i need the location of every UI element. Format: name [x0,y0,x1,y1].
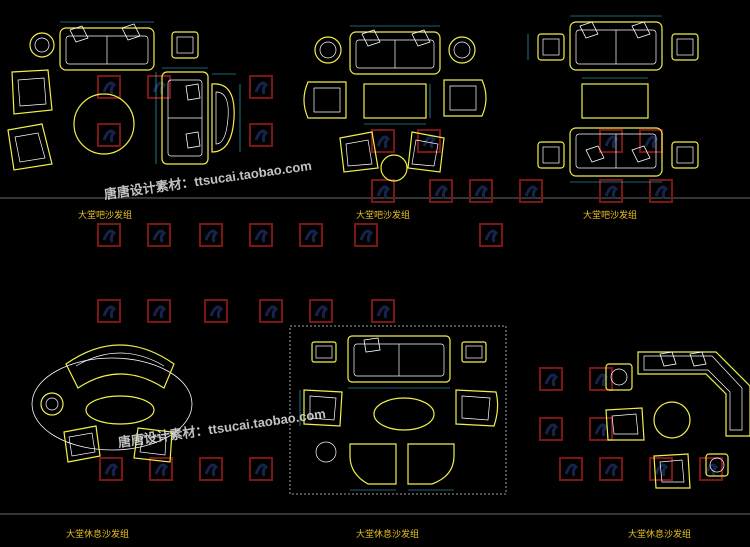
watermark-logo-tile [354,223,378,247]
sofa-group-top-center [303,29,487,182]
label-bottom-left: 大堂休息沙发组 [66,530,130,540]
label-top-left: 大堂吧沙发组 [78,211,133,221]
watermark-logo-tile [479,223,503,247]
sofa-group-bottom-left [31,344,193,463]
watermark-logo-tile [649,457,673,481]
watermark-logo-tile [259,299,283,323]
label-bottom-right: 大堂休息沙发组 [628,530,692,540]
watermark-logo-tile [99,457,123,481]
watermark-logo-tile [539,367,563,391]
dimension-lines-top-center [350,25,440,125]
watermark-logo-tile [599,129,623,153]
watermark-logo-tile [97,75,121,99]
watermark-logo-tile [309,299,333,323]
dimension-lines-top-left [60,21,241,164]
watermark-logo-tile [649,179,673,203]
sofa-group-top-right [537,21,699,177]
watermark-logo-tile [371,299,395,323]
watermark-logo-tile [149,457,173,481]
dimension-lines-top-right [527,15,662,183]
watermark-logo-tile [97,299,121,323]
dimension-lines-bottom-center [299,387,454,491]
selection-box-bottom-center [289,325,507,495]
watermark-logo-tile [429,179,453,203]
watermark-logo-tile [299,223,323,247]
sofa-group-bottom-center [303,335,499,485]
watermark-logo-tile [249,457,273,481]
watermark-logo-tile [147,75,171,99]
watermark-logo-tile [469,179,493,203]
watermark-logo-tile [589,417,613,441]
sofa-group-bottom-right [605,351,750,489]
label-top-center: 大堂吧沙发组 [356,211,411,221]
watermark-logo-tile [199,457,223,481]
watermark-logo-tile [97,223,121,247]
watermark-logo-tile [249,123,273,147]
section-dividers [0,197,750,515]
watermark-logo-tile [599,457,623,481]
watermark-logo-tile [249,223,273,247]
watermark-logo-tiles [97,75,723,481]
label-bottom-center: 大堂休息沙发组 [356,530,420,540]
watermark-logo-tile [199,223,223,247]
watermark-logo-tile [519,179,543,203]
watermark-logo-tile [371,129,395,153]
sofa-group-top-left [7,23,235,171]
watermark-logo-tile [639,129,663,153]
watermark-logo-tile [589,367,613,391]
watermark-logo-tile [249,75,273,99]
watermark-logo-tile [699,457,723,481]
watermark-logo-tile [147,223,171,247]
watermark-logo-tile [371,179,395,203]
label-top-right: 大堂吧沙发组 [583,211,638,221]
watermark-logo-tile [147,299,171,323]
watermark-logo-tile [599,179,623,203]
watermark-logo-tile [559,457,583,481]
watermark-logo-tile [97,123,121,147]
watermark-logo-tile [539,417,563,441]
watermark-logo-tile [204,299,228,323]
watermark-logo-tile [417,129,441,153]
